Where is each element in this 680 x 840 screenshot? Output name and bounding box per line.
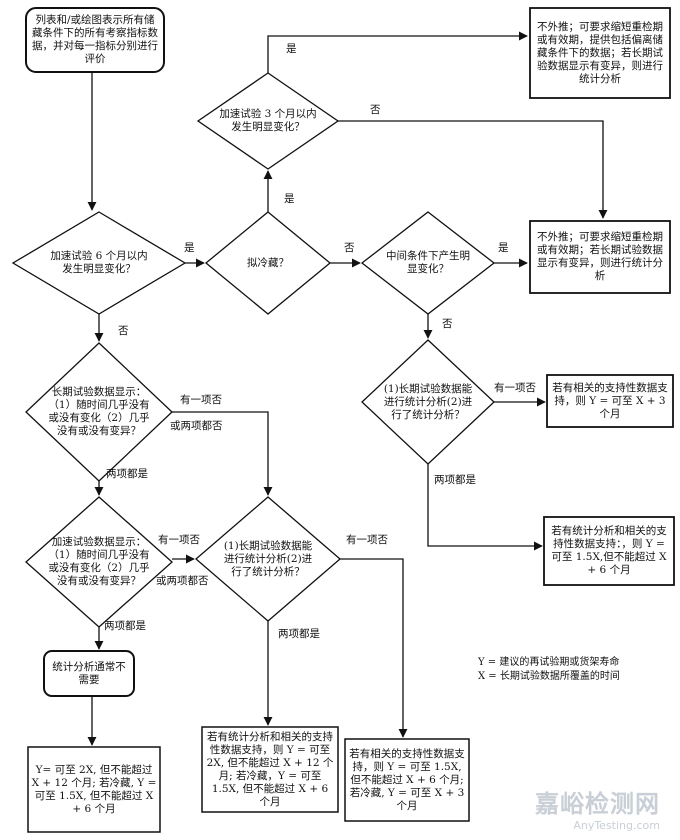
- arrow-long-either-no: [172, 411, 273, 496]
- label-intermediate-no: 否: [442, 318, 453, 330]
- arrow-stat-right-both-yes: [427, 464, 543, 551]
- label-long-or-both-no: 或两项都否: [170, 420, 223, 432]
- decision-cold-text: 拟冷藏？: [247, 256, 289, 269]
- decision-accel-3-shape: [196, 72, 340, 170]
- watermark-chinese: 嘉峪检测网: [535, 790, 660, 818]
- result-bottom-center-text: 若有统计分析和相关的支持性数据支持，则 Y = 可至 2X, 但不能超过 X +…: [206, 730, 334, 808]
- start-text: 列表和/或绘图表示所有储藏条件下的所有考察指标数据，并对每一指标分别进行评价: [32, 14, 158, 65]
- watermark: 嘉峪检测网 AnyTesting.com: [535, 784, 660, 832]
- legend-y-definition: Y = 建议的再试验期或货架寿命: [478, 657, 620, 668]
- arrow-accel3-yes: [267, 31, 528, 73]
- label-accel-data-either-no: 有一项否: [158, 534, 200, 546]
- result-top-box: [529, 7, 671, 99]
- label-intermediate-yes: 是: [498, 242, 509, 254]
- result-top-text: 不外推；可要求缩短重检期或有效期，提供包括偏离储藏条件下的数据；若长期试验数据显…: [537, 20, 663, 85]
- decision-accel-6-text: 加速试验 6 个月以内发生明显变化？: [50, 250, 148, 275]
- decision-stat-center-text: (1)长期试验数据能进行统计分析(2)进行了统计分析？: [223, 539, 313, 578]
- watermark-english: AnyTesting.com: [573, 819, 660, 832]
- label-long-either-no: 有一项否: [180, 394, 222, 406]
- result-bottom-center-box: [201, 726, 339, 813]
- label-accel6-no: 否: [118, 325, 129, 337]
- decision-cold-shape: [204, 211, 332, 315]
- label-accel-data-both-yes: 两项都是: [104, 620, 146, 632]
- result-bottom-right-box: [344, 738, 470, 822]
- decision-stat-right-text: (1)长期试验数据能进行统计分析(2)进行了统计分析？: [383, 382, 473, 421]
- result-right-a-text: 若有相关的支持性数据支持，则 Y = 可至 X + 3 个月: [552, 381, 668, 420]
- result-bottom-left-box: [27, 746, 161, 833]
- label-accel-data-or-both-no: 或两项都否: [156, 575, 209, 587]
- legend-x-definition: X = 长期试验数据所覆盖的时间: [478, 671, 620, 682]
- result-bottom-left-text: Y= 可至 2X, 但不能超过 X + 12 个月; 若冷藏, Y = 可至 1…: [31, 763, 157, 815]
- label-cold-no: 否: [344, 242, 355, 254]
- result-bottom-right-text: 若有相关的支持性数据支持，则 Y = 可至 1.5X,但不能超过 X + 6 个…: [349, 747, 465, 812]
- label-stat-center-both-yes: 两项都是: [278, 628, 320, 640]
- arrow-accel3-no: [338, 120, 608, 219]
- decision-accel-3-text: 加速试验 3 个月以内发生明显变化？: [219, 108, 317, 133]
- label-long-both-yes: 两项都是: [106, 468, 148, 480]
- label-accel6-yes: 是: [184, 242, 195, 254]
- stat-unneeded-box: [43, 650, 135, 697]
- result-right-b-text: 若有统计分析和相关的支持性数据支持：，则 Y = 可至 1.5X,但不能超过 X…: [551, 525, 667, 576]
- label-accel3-no: 否: [370, 104, 381, 116]
- decision-accel-data-text: 加速试验数据显示：（1）随时间几乎没有或没有变化（2）几乎没有或没有变异？: [48, 536, 150, 587]
- label-stat-right-both-yes: 两项都是: [434, 474, 476, 486]
- decision-long-term-text: 长期试验数据显示：（1）随时间几乎没有或没有变化（2）几乎没有或没有变异？: [48, 386, 150, 437]
- start-box: [25, 7, 165, 73]
- result-mid-text: 不外推；可要求缩短重检期或有效期；若长期试验数据显示有变异，则进行统计分析: [537, 231, 663, 282]
- decision-intermediate-text: 中间条件下产生明显变化？: [386, 250, 470, 275]
- arrow-stat-center-either-no: [340, 558, 408, 738]
- label-accel3-yes: 是: [286, 43, 297, 55]
- stat-unneeded-text: 统计分析通常不需要: [52, 661, 126, 686]
- label-stat-right-either-no: 有一项否: [494, 382, 536, 394]
- label-cold-yes: 是: [284, 193, 295, 205]
- result-mid-box: [529, 220, 671, 294]
- result-right-a-box: [546, 374, 674, 428]
- result-right-b-box: [543, 516, 675, 586]
- label-stat-center-either-no: 有一项否: [346, 534, 388, 546]
